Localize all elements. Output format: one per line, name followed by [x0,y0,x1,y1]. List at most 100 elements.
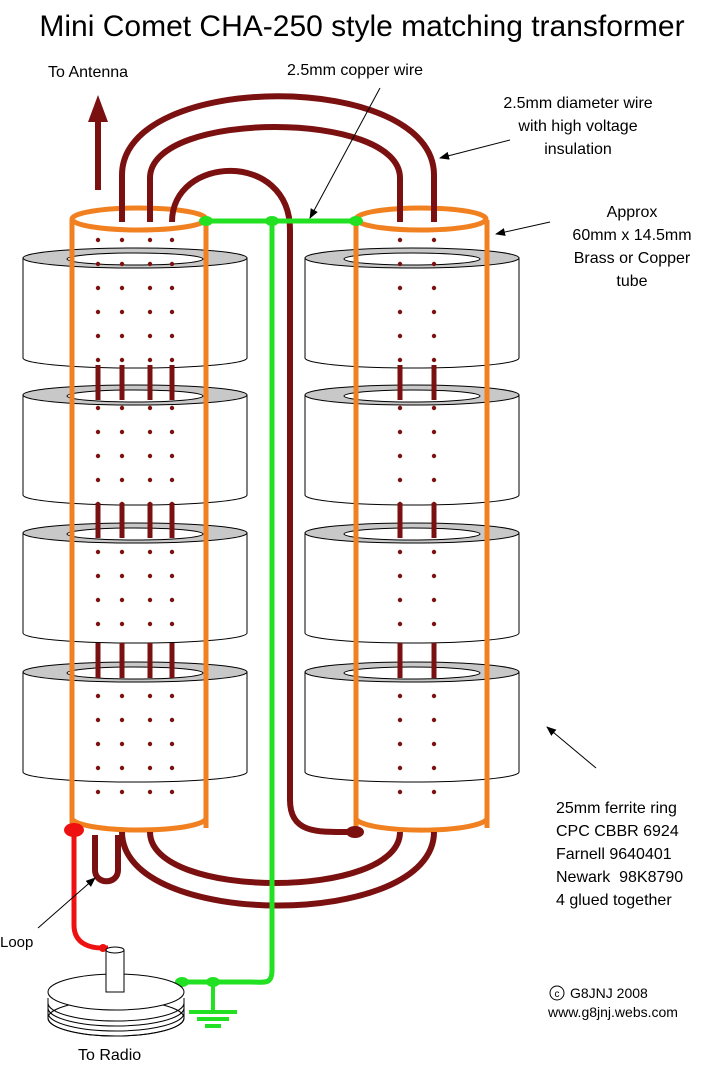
antenna-arrow [88,95,108,190]
wire-dot [431,381,437,387]
copyright-label: G8JNJ 2008 [570,985,648,1001]
wire-dot [147,741,153,747]
wire-dot [95,501,101,507]
wire-dot [95,645,101,651]
wire-dot [484,453,490,459]
wire-dot [397,693,403,699]
wire-dot [95,477,101,483]
wire-dot [147,501,153,507]
wire-dot [95,237,101,243]
wire-dot [353,453,359,459]
wire-dot [353,789,359,795]
wire-dot [119,429,125,435]
wire-dot [169,789,175,795]
wire-dot [353,405,359,411]
wire-dot [203,405,209,411]
green-solder-joint [199,216,213,226]
wire-dot [119,789,125,795]
wire-dot [147,357,153,363]
wire-dot [69,285,75,291]
wire-dot [203,693,209,699]
wire-dot [203,717,209,723]
wire-dot [119,765,125,771]
red-solder-joint [99,944,107,952]
wire-dot [95,381,101,387]
wire-dot [169,693,175,699]
wire-dot [397,669,403,675]
wire-dot [147,693,153,699]
wire-dot [431,525,437,531]
wire-dot [484,669,490,675]
wire-dot [95,789,101,795]
to-radio-label: To Radio [78,1047,141,1064]
wire-bottom-outer [119,831,437,909]
wire-dot [431,669,437,675]
wire-dot [69,597,75,603]
wire-dot [353,549,359,555]
ferrite-label-3: Farnell 9640401 [556,846,672,863]
ferrite-label-1: 25mm ferrite ring [556,800,677,817]
ferrite-hole [343,252,481,266]
wire-dot [484,525,490,531]
wire-dot [484,765,490,771]
wire-dot [69,621,75,627]
wire-dot [119,405,125,411]
wire-dot [169,381,175,387]
wire-dot [484,645,490,651]
wire-dot [431,693,437,699]
wire-dot [95,309,101,315]
ferrite-ring [22,247,248,369]
brown-solder-joint [346,826,364,838]
wire-dot [147,549,153,555]
wire-dot [203,501,209,507]
wire-dot [119,501,125,507]
wire-dot [353,285,359,291]
wire-dot [69,501,75,507]
ferrite-stack-left [22,247,248,783]
wire-dot [147,645,153,651]
wire-dot [169,765,175,771]
wire-dot [169,309,175,315]
wire-dot [484,573,490,579]
wire-dot [119,261,125,267]
wire-dot [484,429,490,435]
wire-dot [431,357,437,363]
wire-dot [484,477,490,483]
wire-dot [95,453,101,459]
wire-dot [119,549,125,555]
wire-dot [147,429,153,435]
wire-dot [431,237,437,243]
wire-dot [69,525,75,531]
wire-dot [353,693,359,699]
wire-dot [95,429,101,435]
ferrite-hole [66,527,204,541]
wire-dot [147,333,153,339]
wire-dot [169,405,175,411]
wire-dot [431,765,437,771]
wire-dot [484,237,490,243]
copper-wire-label: 2.5mm copper wire [287,62,423,79]
tube-top-right [353,205,489,233]
wire-dot [169,477,175,483]
wire-dot [397,309,403,315]
wire-dot [69,357,75,363]
wire-dot [203,333,209,339]
wire-dot [397,597,403,603]
ferrite-hole [343,527,481,541]
wire-dot [397,333,403,339]
wire-dot [95,621,101,627]
wire-dot [431,453,437,459]
wire-dot [353,501,359,507]
wire-dot [431,285,437,291]
wire-dot [203,357,209,363]
wire-dot [69,765,75,771]
wire-dot [69,549,75,555]
wire-dot [431,333,437,339]
wire-arch-middle [147,124,403,222]
wire-dot [169,525,175,531]
wire-dot [203,285,209,291]
wire-dot [397,765,403,771]
wire-dot [69,309,75,315]
ferrite-label-2: CPC CBBR 6924 [556,823,679,840]
wire-dot [397,549,403,555]
